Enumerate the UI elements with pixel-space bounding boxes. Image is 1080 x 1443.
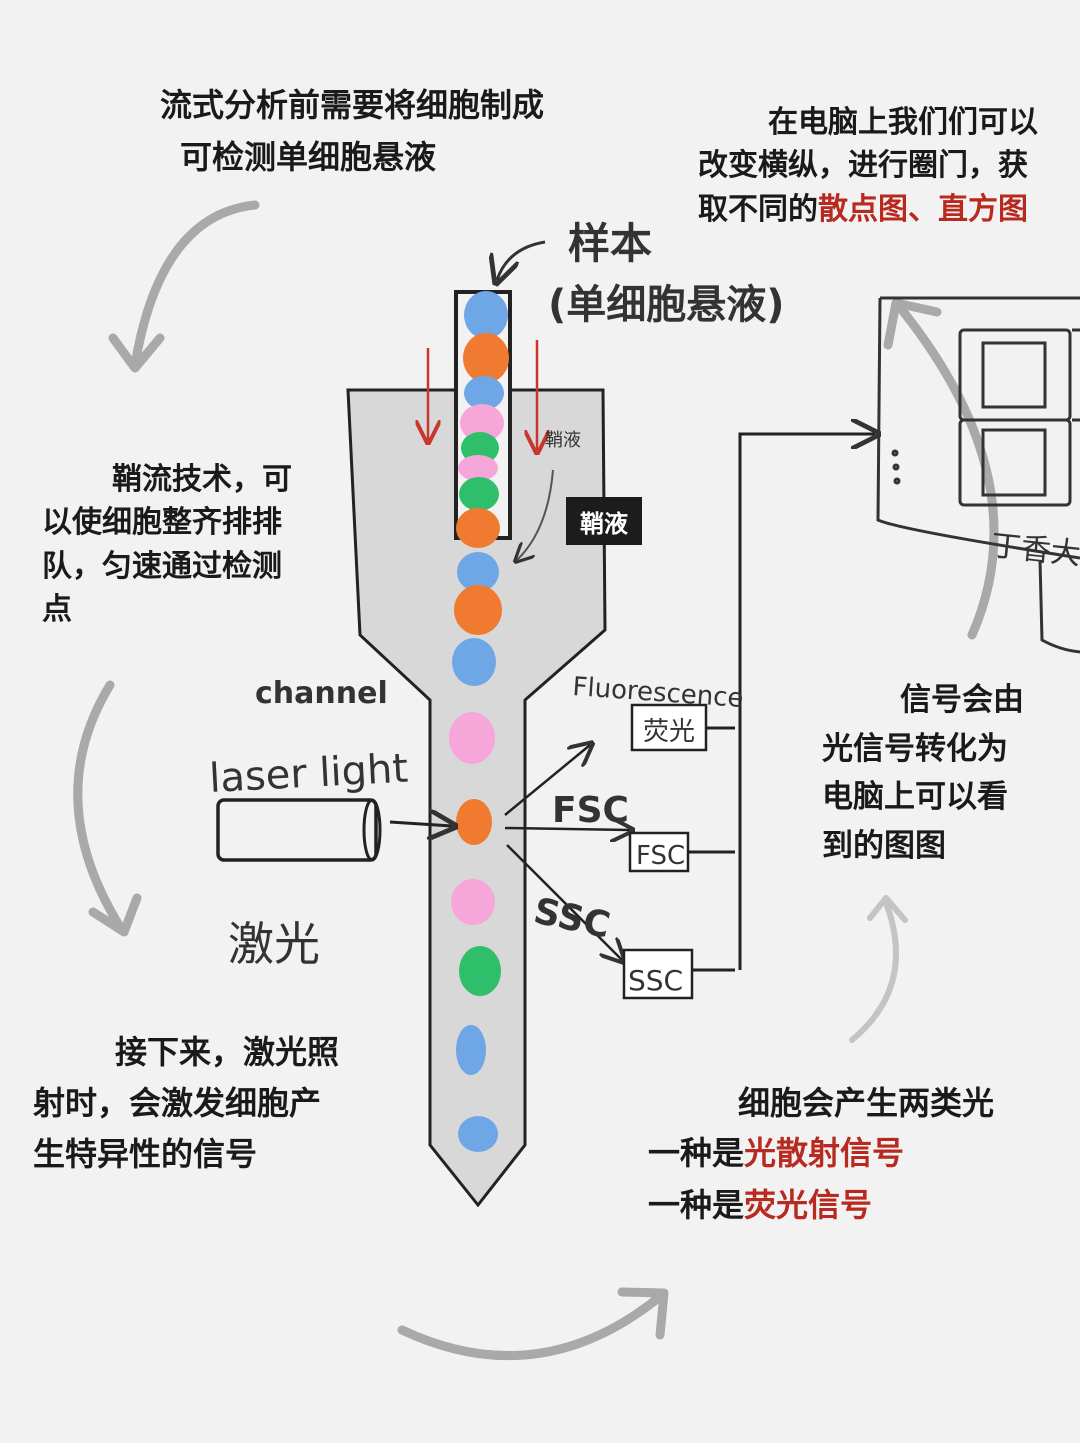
fsc-arrow-label: FSC [552, 790, 629, 831]
cell [456, 1025, 486, 1075]
sheath-small-label: 鞘液 [545, 430, 581, 451]
fsc-detector [628, 831, 690, 873]
cell [456, 508, 500, 548]
cell [459, 946, 501, 996]
sheath-pointer-arrow [517, 469, 554, 560]
cell [452, 638, 496, 686]
top-right-note-line1: 在电脑上我们们可以 [768, 105, 1038, 140]
cell [463, 333, 509, 383]
guide-arrow-5-head [883, 298, 942, 350]
cell [456, 799, 492, 845]
light-note-line3-prefix: 一种是 [648, 1186, 745, 1224]
cell [458, 455, 498, 481]
fluorescence-signal-highlight: 荧光信号 [744, 1186, 873, 1224]
light-note-line2: 一种是光散射信号 [648, 1128, 904, 1178]
guide-arrow-1 [130, 200, 260, 370]
fluor-box-label: 荧光 [643, 717, 695, 747]
laser-cn-label: 激光 [228, 917, 320, 971]
signal-note-line1: 信号会由 [900, 682, 1024, 718]
sheath-badge: 鞘液 [566, 497, 642, 545]
ssc-arrow-label: SSC [530, 891, 614, 947]
ssc-detector [622, 948, 694, 1000]
laser-note-line3: 生特异性的信号 [33, 1135, 258, 1173]
cell [459, 477, 499, 511]
cell [464, 376, 504, 410]
ssc-box-label: SSC [628, 964, 683, 997]
ssc-arrow [506, 844, 622, 960]
signal-note-line4: 到的图图 [822, 828, 946, 864]
sheath-note-line3: 队，匀速通过检测 [42, 549, 282, 584]
top-right-note-line2: 改变横纵，进行圈门，获 [698, 148, 1028, 183]
light-note-line3: 一种是荧光信号 [648, 1180, 872, 1230]
guide-arrow-2 [73, 680, 127, 935]
light-note-line1: 细胞会产生两类光 [738, 1084, 995, 1122]
computer-monitor [876, 296, 1080, 654]
laser-source [216, 798, 378, 862]
computer-brand-label: 丁香大 [989, 528, 1080, 572]
top-right-note-prefix: 取不同的 [698, 192, 818, 227]
guide-arrow-2-head [88, 893, 142, 937]
sample-label-detail: (单细胞悬液) [548, 282, 785, 328]
laser-label: laser light [208, 746, 409, 802]
laser-note-line2: 射时，会激发细胞产 [33, 1084, 322, 1122]
top-left-note-line2: 可检测单细胞悬液 [180, 138, 437, 176]
guide-arrow-1-head [108, 333, 165, 373]
top-left-note-line1: 流式分析前需要将细胞制成 [160, 86, 545, 124]
scatter-signal-highlight: 光散射信号 [744, 1134, 905, 1172]
sample-label: 样本 [568, 219, 652, 268]
cell [457, 552, 499, 592]
light-note-line2-prefix: 一种是 [648, 1134, 745, 1172]
guide-arrow-3-head [617, 1287, 669, 1340]
guide-arrow-5 [893, 300, 999, 640]
fluorescence-arrow [504, 745, 590, 816]
channel-label: channel [255, 676, 388, 711]
top-right-note-line3: 取不同的散点图、直方图 [698, 185, 1028, 235]
signal-note-line2: 光信号转化为 [822, 731, 1008, 767]
cell [460, 404, 504, 442]
top-right-note-highlight: 散点图、直方图 [818, 192, 1028, 227]
laser-note-line1: 接下来，激光照 [115, 1033, 340, 1071]
cell [449, 712, 495, 764]
guide-arrow-4 [849, 897, 899, 1043]
sample-arrow [497, 240, 546, 280]
guide-arrow-3 [397, 1290, 667, 1361]
cell [458, 1116, 498, 1152]
sheath-note-line4: 点 [42, 592, 72, 627]
laser-beam-arrow [389, 822, 452, 826]
cell [464, 291, 508, 339]
channel-cells [449, 552, 502, 1152]
guide-arrow-4-head [867, 895, 908, 923]
cell [451, 879, 495, 925]
sheath-note-line2: 以使细胞整齐排排 [42, 505, 282, 540]
fsc-box-label: FSC [636, 841, 685, 871]
fluorescence-detector [630, 703, 708, 752]
sheath-note-line1: 鞘流技术，可 [112, 462, 292, 497]
signal-wire [688, 434, 875, 972]
fluorescence-label: Fluorescence [572, 672, 745, 714]
tube-cells [456, 291, 509, 548]
signal-note-line3: 电脑上可以看 [822, 779, 1008, 815]
cell [454, 585, 502, 635]
fsc-arrow [504, 828, 630, 830]
